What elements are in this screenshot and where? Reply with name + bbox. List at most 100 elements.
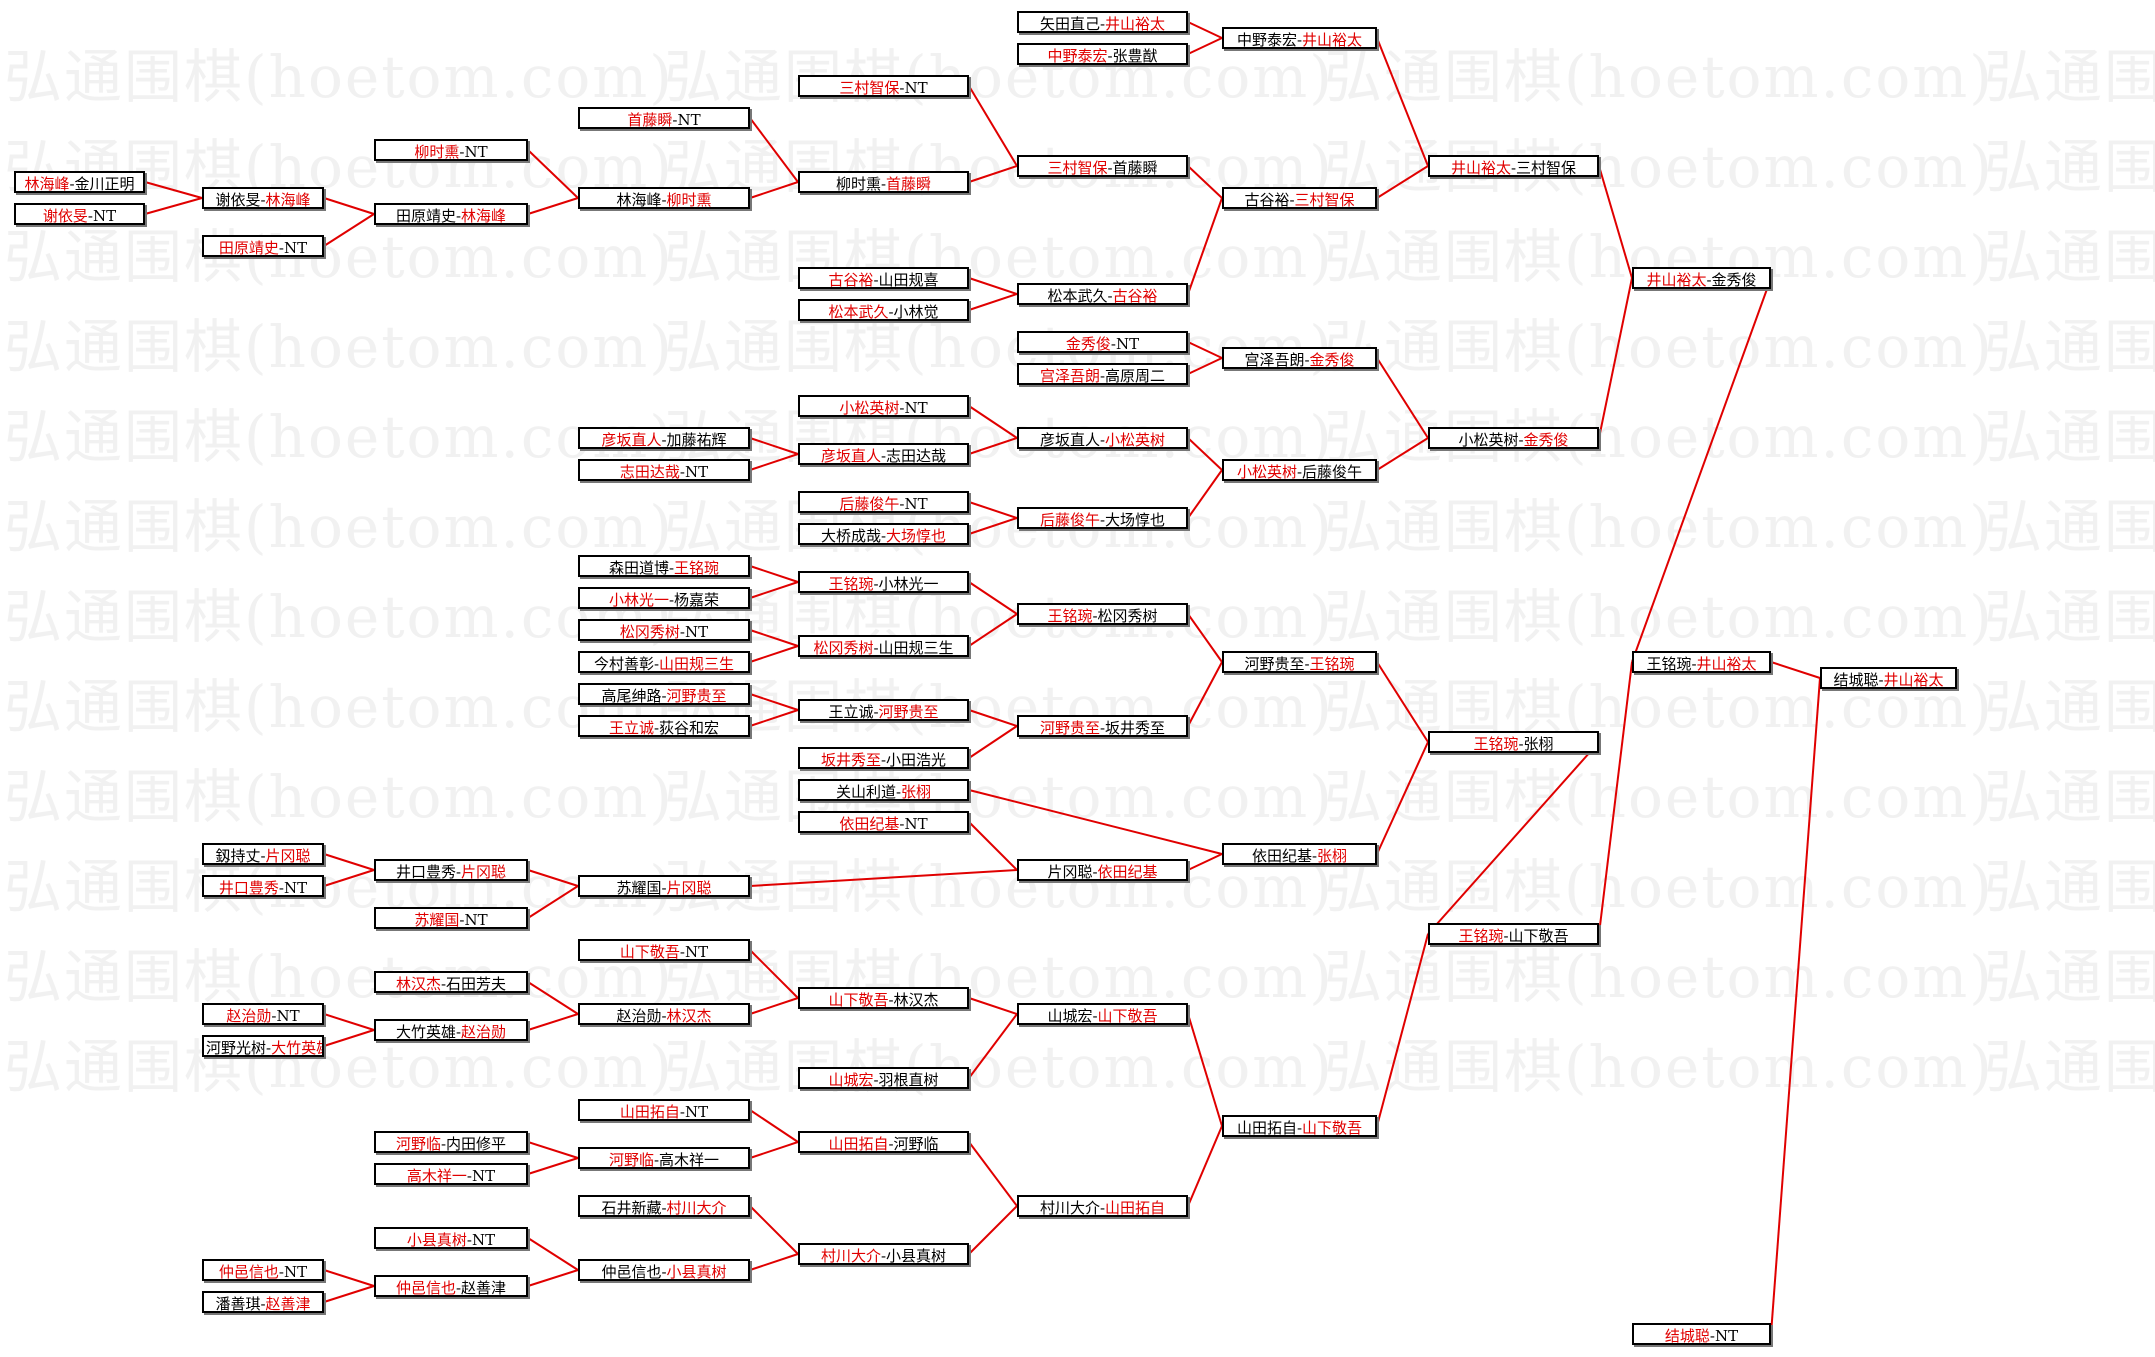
match-box: 石井新藏-村川大介 bbox=[578, 1195, 750, 1217]
match-box: 赵治勋-林汉杰 bbox=[578, 1003, 750, 1025]
player-b: 王铭琬 bbox=[674, 559, 720, 577]
vs-separator: - bbox=[661, 1263, 667, 1281]
player-a: 河野贵至 bbox=[1039, 719, 1100, 737]
player-b: NT bbox=[276, 1007, 300, 1025]
bracket-connector bbox=[1598, 661, 1633, 935]
bracket-connector bbox=[1770, 677, 1821, 1335]
match-box: 王立诚-河野贵至 bbox=[798, 699, 969, 721]
player-a: 松本武久 bbox=[1047, 287, 1108, 305]
bracket-connector bbox=[323, 1029, 375, 1047]
vs-separator: - bbox=[1099, 15, 1106, 33]
vs-separator: - bbox=[679, 463, 685, 481]
player-a: 矢田直己 bbox=[1039, 15, 1100, 33]
match-box: 依田纪基-NT bbox=[798, 811, 969, 833]
bracket-connector bbox=[1187, 853, 1223, 871]
player-b: 荻谷和宏 bbox=[659, 719, 720, 737]
vs-separator: - bbox=[455, 1279, 462, 1297]
player-a: 王立诚 bbox=[828, 703, 874, 721]
bracket-connector bbox=[1187, 165, 1223, 199]
match-box: 王铭琬-山下敬吾 bbox=[1428, 923, 1599, 945]
match-box: 山下敬吾-林汉杰 bbox=[798, 987, 969, 1009]
vs-separator: - bbox=[899, 815, 905, 833]
bracket-connector bbox=[968, 85, 1018, 167]
vs-separator: - bbox=[1706, 271, 1712, 289]
player-a: 三村智保 bbox=[1047, 159, 1108, 177]
vs-separator: - bbox=[653, 719, 660, 737]
match-box: 彦坂直人-小松英树 bbox=[1017, 427, 1188, 449]
vs-separator: - bbox=[459, 911, 465, 929]
match-box: 河野临-内田修平 bbox=[374, 1131, 528, 1153]
player-a: 古谷裕 bbox=[828, 271, 874, 289]
player-a: 彦坂直人 bbox=[601, 431, 662, 449]
vs-separator: - bbox=[661, 687, 667, 705]
vs-separator: - bbox=[1092, 863, 1098, 881]
vs-separator: - bbox=[661, 879, 667, 897]
bracket-connector bbox=[323, 213, 375, 247]
vs-separator: - bbox=[260, 191, 266, 209]
match-box: 王铭琬-松冈秀树 bbox=[1017, 603, 1188, 625]
match-box: 王铭琬-井山裕太 bbox=[1632, 651, 1771, 673]
player-a: 柳时熏 bbox=[835, 175, 881, 193]
bracket-connector bbox=[527, 1141, 579, 1159]
match-box: 松本武久-古谷裕 bbox=[1017, 283, 1188, 305]
bracket-connector bbox=[144, 181, 203, 199]
player-b: NT bbox=[464, 911, 488, 929]
player-a: 林海峰 bbox=[616, 191, 662, 209]
vs-separator: - bbox=[661, 1199, 667, 1217]
vs-separator: - bbox=[1092, 607, 1098, 625]
match-box: 小县真树-NT bbox=[374, 1227, 528, 1249]
bracket-connector bbox=[968, 405, 1018, 439]
player-a: 赵治勋 bbox=[616, 1007, 662, 1025]
player-b: 赵善津 bbox=[265, 1295, 311, 1313]
player-a: 柳时熏 bbox=[414, 143, 460, 161]
vs-separator: - bbox=[1503, 927, 1509, 945]
player-a: 王铭琬 bbox=[1646, 655, 1692, 673]
vs-separator: - bbox=[1107, 159, 1113, 177]
player-a: 井口豊秀 bbox=[218, 879, 279, 897]
player-b: 片冈聪 bbox=[666, 879, 712, 897]
player-b: NT bbox=[471, 1231, 496, 1249]
vs-separator: - bbox=[278, 239, 284, 257]
player-b: 林海峰 bbox=[461, 207, 507, 225]
bracket-connector bbox=[749, 645, 799, 663]
bracket-connector bbox=[527, 1013, 579, 1031]
player-b: 小田浩光 bbox=[886, 751, 947, 769]
match-box: 后藤俊午-大场惇也 bbox=[1017, 507, 1188, 529]
match-box: 小松英树-金秀俊 bbox=[1428, 427, 1599, 449]
match-box: 宫泽吾朗-金秀俊 bbox=[1222, 347, 1377, 369]
player-a: 小松英树 bbox=[1236, 463, 1297, 481]
bracket-connector bbox=[749, 997, 799, 1015]
bracket-connector bbox=[1427, 741, 1600, 935]
player-b: 高木祥一 bbox=[659, 1151, 720, 1169]
player-a: 依田纪基 bbox=[839, 815, 900, 833]
match-box: 柳时熏-首藤瞬 bbox=[798, 171, 969, 193]
vs-separator: - bbox=[1289, 191, 1295, 209]
player-b: 大场惇也 bbox=[1105, 511, 1166, 529]
player-a: 王铭琬 bbox=[1047, 607, 1093, 625]
player-b: 内田修平 bbox=[446, 1135, 507, 1153]
player-a: 松冈秀树 bbox=[619, 623, 680, 641]
player-a: 河野贵至 bbox=[1244, 655, 1305, 673]
vs-separator: - bbox=[1296, 31, 1303, 49]
match-box: 高尾绅路-河野贵至 bbox=[578, 683, 750, 705]
bracket-connector bbox=[323, 1269, 375, 1287]
vs-separator: - bbox=[1099, 511, 1106, 529]
match-box: 谢依旻-NT bbox=[14, 203, 145, 225]
player-b: 依田纪基 bbox=[1097, 863, 1158, 881]
bracket-connector bbox=[968, 997, 1018, 1015]
player-b: 张栩 bbox=[1317, 847, 1348, 865]
match-box: 山田拓自-山下敬吾 bbox=[1222, 1115, 1377, 1137]
bracket-connector bbox=[323, 869, 375, 887]
player-b: NT bbox=[904, 79, 928, 97]
match-box: 井口豊秀-NT bbox=[202, 875, 324, 897]
player-a: 谢依旻 bbox=[42, 207, 88, 225]
player-a: 山下敬吾 bbox=[619, 943, 680, 961]
vs-separator: - bbox=[895, 783, 902, 801]
vs-separator: - bbox=[1092, 1007, 1098, 1025]
vs-separator: - bbox=[899, 79, 905, 97]
match-box: 大竹英雄-赵治勋 bbox=[374, 1019, 528, 1041]
player-a: 河野临 bbox=[608, 1151, 654, 1169]
vs-separator: - bbox=[1304, 351, 1310, 369]
player-b: 井山裕太 bbox=[1883, 671, 1944, 689]
vs-separator: - bbox=[440, 1135, 447, 1153]
